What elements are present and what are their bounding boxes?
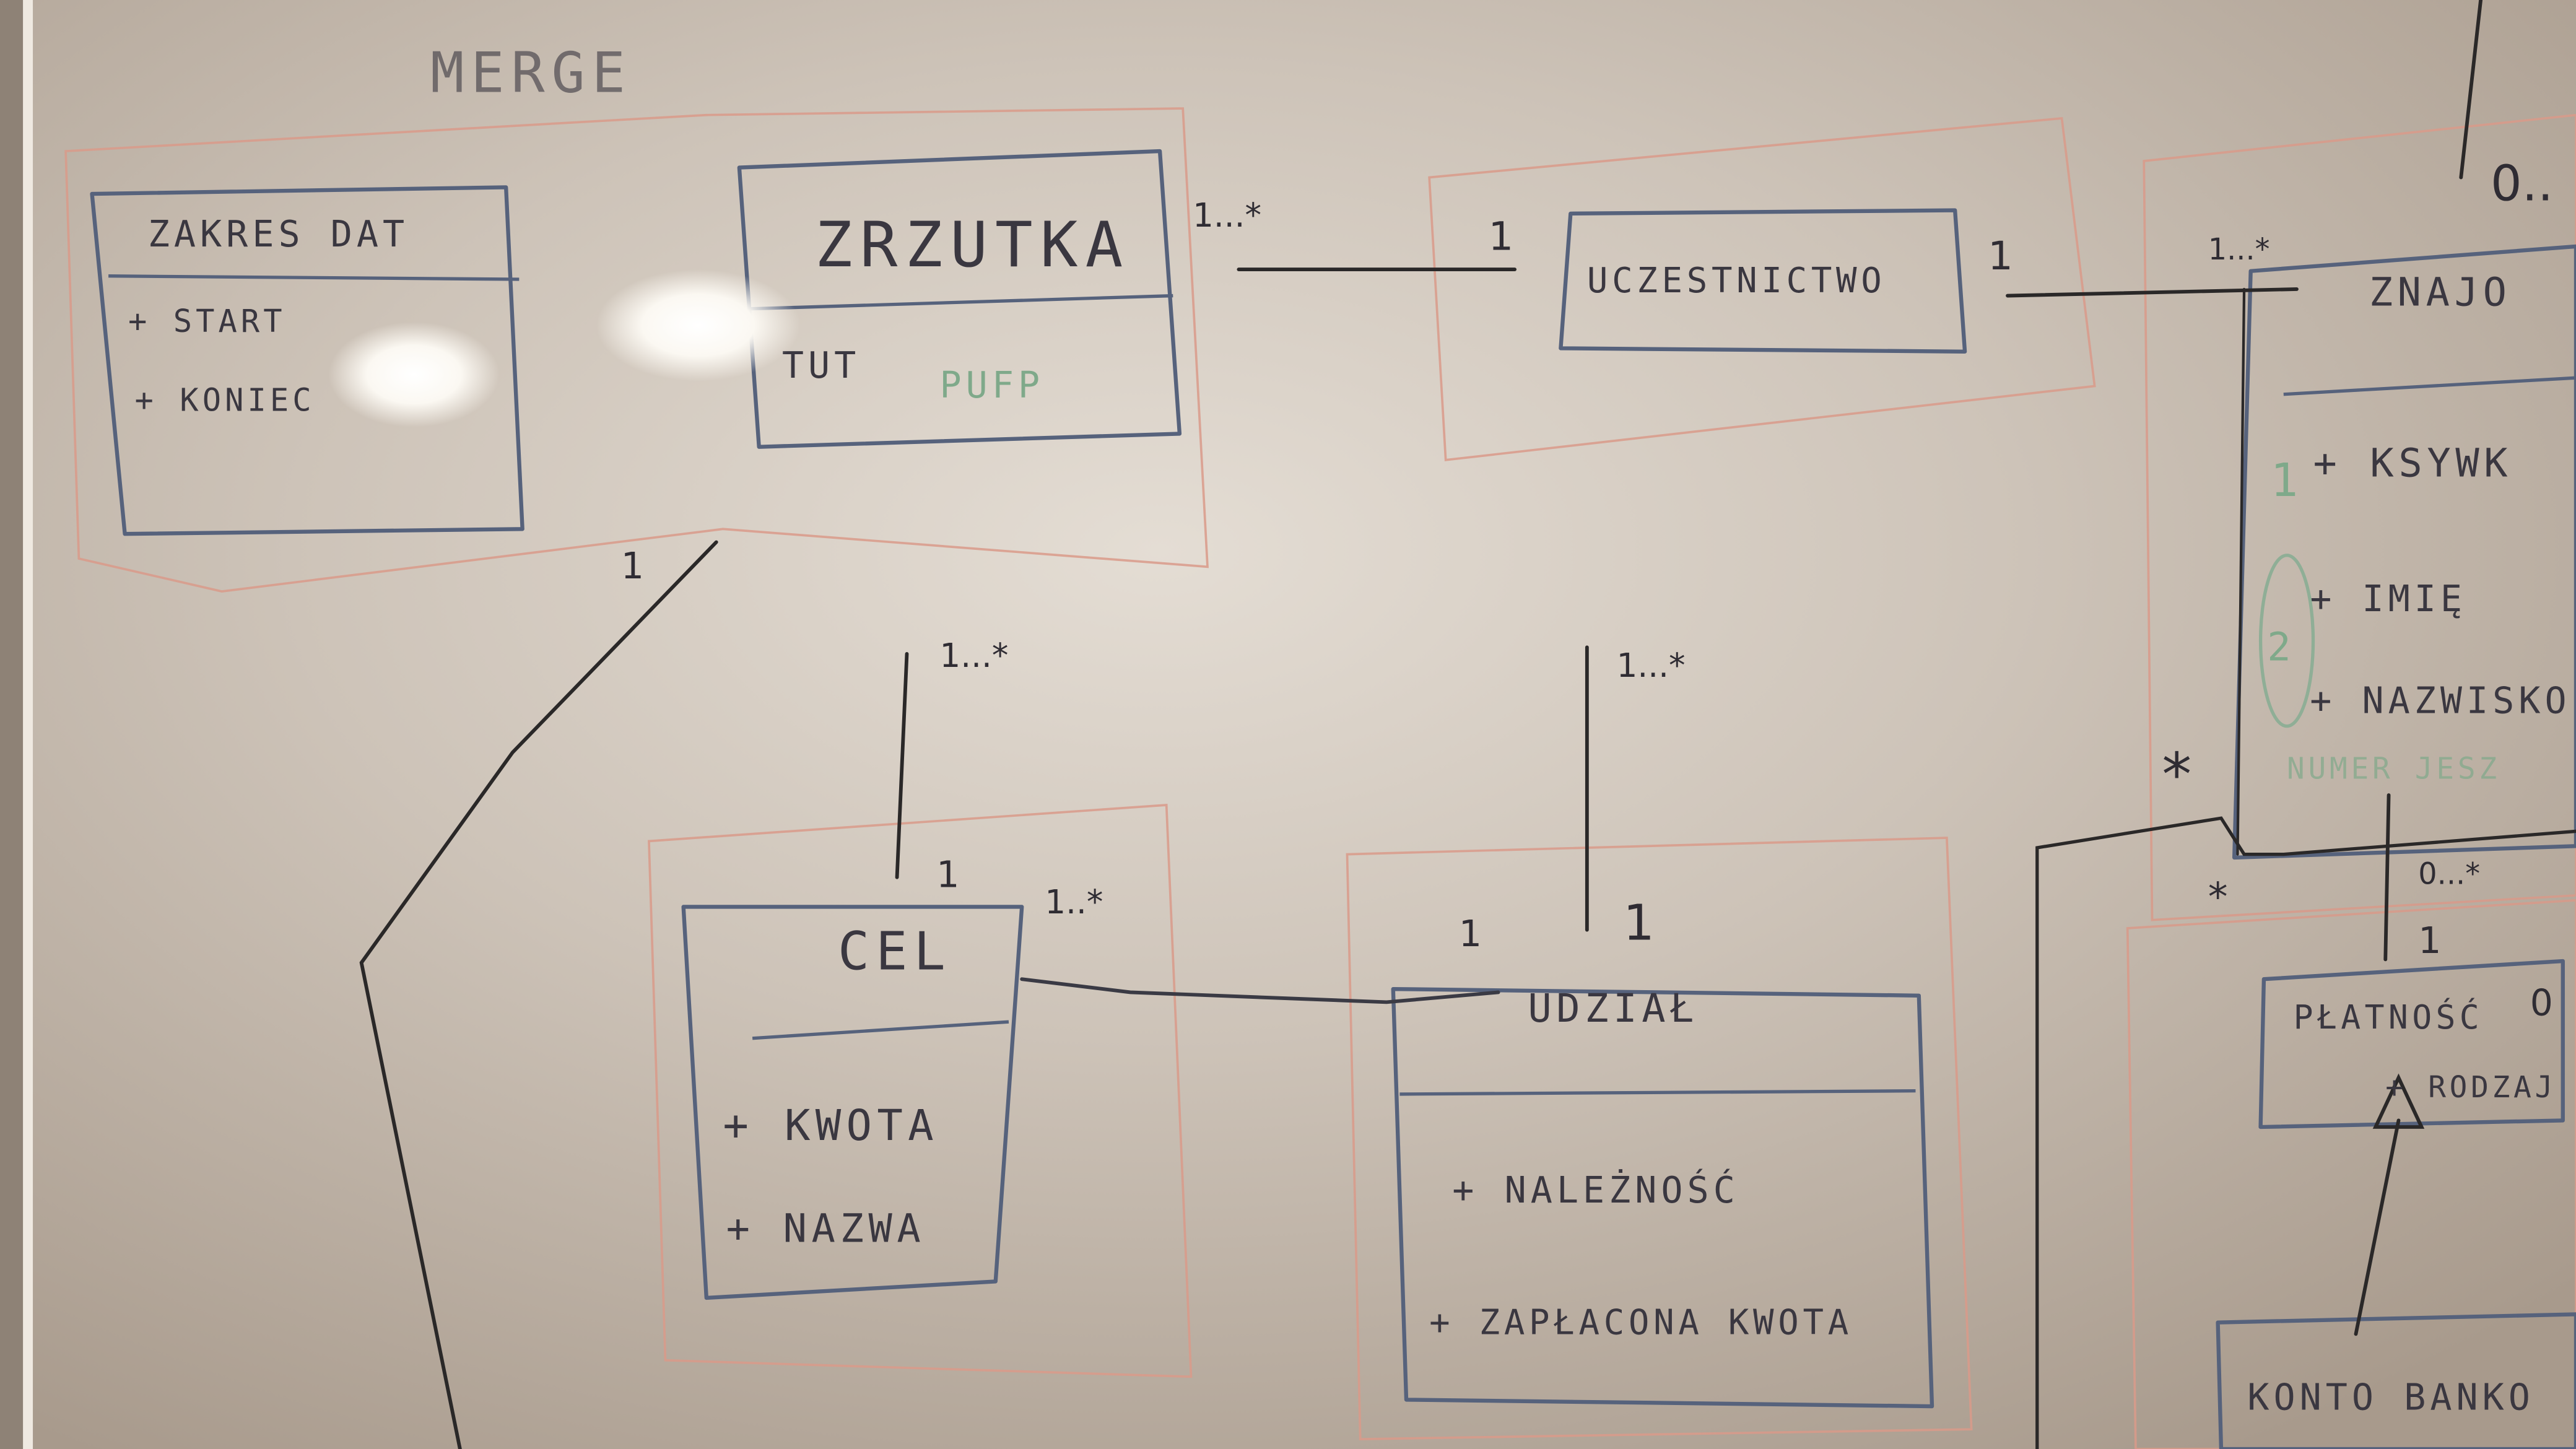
class-box-platnosc [2258, 959, 2565, 1129]
class-box-zakres-dat [90, 185, 524, 536]
attr-znajomy-ksywka: + KSYWK [2313, 440, 2513, 486]
class-name-platnosc: PŁATNOŚĆ [2294, 998, 2483, 1037]
mult-zrzutka-cel: 1...* [940, 637, 1009, 675]
assoc-znajomy-self [2035, 816, 2576, 1449]
board-frame-left [0, 0, 24, 1449]
assoc-zakres-long [359, 540, 718, 1449]
mult-znajomy-platnosc-bottom: 1 [2418, 920, 2441, 962]
assoc-uczestnictwo-znajomy [2006, 287, 2299, 298]
attr-platnosc-rodzaj: + RODZAJ [2385, 1071, 2556, 1105]
mult-znajomy-top-right: 0.. [2491, 155, 2553, 212]
green-circle-mark [2258, 554, 2315, 728]
assoc-znajomy-top [2459, 0, 2483, 180]
mult-platnosc-right: 0 [2530, 982, 2553, 1024]
separator-cel [752, 1020, 1009, 1040]
group-frame-platnosc [2126, 899, 2576, 1449]
class-name-udzial: UDZIAŁ [1528, 986, 1699, 1032]
separator-udzial [1399, 1089, 1916, 1096]
attr-znajomy-green: NUMER JESZ [2287, 752, 2500, 786]
mult-cel-udzial-left: 1..* [1045, 883, 1103, 921]
mult-znajomy-platnosc-top: 0...* [2418, 857, 2480, 891]
class-box-uczestnictwo [1559, 208, 1967, 354]
class-name-cel: CEL [838, 921, 952, 982]
separator-zakres-dat [108, 274, 520, 281]
class-name-uczestnictwo: UCZESTNICTWO [1587, 261, 1886, 301]
attr-udzial-naleznosc: + NALEŻNOŚĆ [1452, 1168, 1739, 1211]
mult-ucz-udzial-bottom: 1 [1623, 894, 1655, 952]
group-frame-cel [648, 804, 1193, 1378]
class-name-zakres-dat: ZAKRES DAT [148, 213, 409, 255]
faded-title: MERGE [430, 41, 632, 106]
attr-cel-nazwa: + NAZWA [726, 1206, 926, 1252]
group-frame-uczestnictwo [1428, 117, 2096, 461]
attr-zrzutka-green: PUFP [940, 364, 1045, 406]
mult-zakres-line: 1 [621, 545, 644, 587]
class-name-konto: KONTO BANKO [2247, 1376, 2535, 1418]
mult-ucz-znaj-left: 1 [1988, 233, 2013, 279]
assoc-cel-udzial [1020, 977, 1500, 1004]
assoc-znajomy-left [2236, 287, 2246, 856]
mult-ucz-udzial-top: 1...* [1617, 646, 1686, 685]
mult-ucz-znaj-right: 1...* [2208, 233, 2270, 267]
group-frames [64, 107, 2576, 1449]
mult-cel-udzial-right: 1 [1459, 913, 1482, 955]
assoc-zrzutka-cel [895, 652, 909, 879]
attr-znajomy-imie: + IMIĘ [2310, 578, 2466, 620]
generalization-triangle [2372, 1073, 2425, 1129]
flash-glare-secondary [328, 322, 500, 427]
class-box-konto [2216, 1312, 2576, 1449]
class-name-zrzutka: ZRZUTKA [815, 208, 1130, 281]
assoc-znajomy-platnosc [2383, 793, 2391, 962]
class-box-cel [681, 905, 1024, 1300]
attr-zakres-koniec: + KONIEC [135, 381, 315, 418]
assoc-platnosc-konto [2354, 1118, 2401, 1336]
mult-znajomy-star: * [2162, 740, 2191, 809]
separator-znajomy [2283, 376, 2576, 396]
attr-cel-kwota: + KWOTA [723, 1101, 939, 1151]
class-box-udzial [1391, 986, 1934, 1409]
mult-cel-top: 1 [936, 854, 959, 896]
flash-glare-main [596, 269, 801, 381]
group-frame-znajomy [2143, 113, 2576, 921]
mult-zrzutka-ucz-left: 1...* [1193, 196, 1261, 235]
mult-znajomy-star-bottom: * [2208, 874, 2228, 920]
attr-zakres-start: + START [128, 303, 286, 339]
green-index-1: 1 [2271, 453, 2304, 507]
attr-zrzutka-1: TUT [782, 344, 860, 386]
green-index-2: 2 [2267, 625, 2295, 671]
attr-znajomy-nazwisko: + NAZWISKO [2310, 679, 2570, 721]
group-frame-zrzutka [64, 107, 1209, 593]
group-frame-udzial [1346, 837, 1973, 1440]
mult-zrzutka-ucz-right: 1 [1489, 214, 1514, 259]
board-frame-edge [23, 0, 33, 1449]
class-name-znajomy: ZNAJO [2369, 269, 2512, 315]
separator-zrzutka [749, 294, 1173, 311]
attr-udzial-zaplacona: + ZAPŁACONA KWOTA [1429, 1302, 1853, 1342]
